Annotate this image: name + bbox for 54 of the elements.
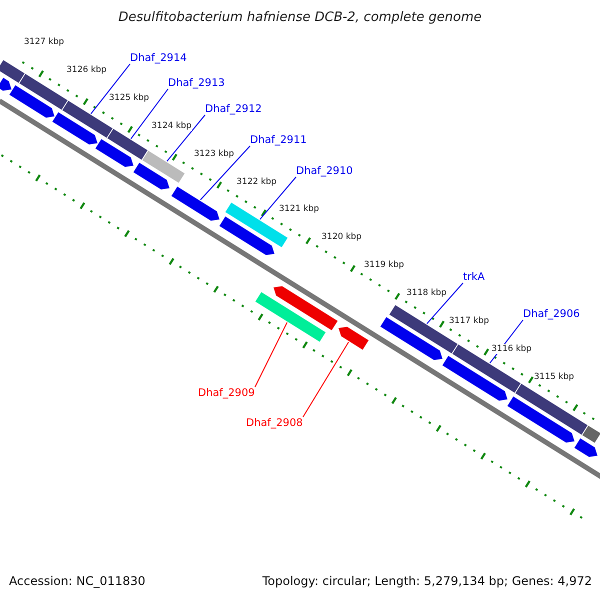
scale-label: 3127 kbp xyxy=(24,37,64,47)
gene-label: Dhaf_2912 xyxy=(205,103,262,115)
leader-line xyxy=(254,322,288,388)
gene-block xyxy=(337,326,370,351)
diagram-title: Desulfitobacterium hafniense DCB-2, complete genome xyxy=(117,10,483,25)
scale-label: 3117 kbp xyxy=(449,316,490,326)
gene-block xyxy=(8,84,56,119)
gene-label: Dhaf_2913 xyxy=(168,77,225,89)
gene-block xyxy=(254,290,327,343)
gene-block xyxy=(94,138,135,168)
gene-block xyxy=(0,58,26,84)
scale-label: 3126 kbp xyxy=(66,64,107,75)
gene-block xyxy=(218,215,276,256)
leader-line xyxy=(259,176,296,220)
gene-block xyxy=(61,100,114,139)
leader-line xyxy=(166,114,206,162)
scale-label: 3124 kbp xyxy=(152,120,192,131)
gene-block xyxy=(379,316,444,361)
gene-label: Dhaf_2910 xyxy=(296,165,353,177)
scale-label: 3123 kbp xyxy=(194,148,234,159)
gene-block xyxy=(51,111,99,146)
gene-label: Dhaf_2914 xyxy=(130,52,187,64)
leader-line xyxy=(130,88,168,140)
gene-label: Dhaf_2906 xyxy=(523,308,580,320)
leader-line xyxy=(426,282,464,324)
leader-line xyxy=(200,146,250,200)
gene-block xyxy=(132,162,171,190)
scale-label: 3122 kbp xyxy=(236,176,277,186)
scale-label: 3119 kbp xyxy=(364,260,404,270)
accession-text: Accession: NC_011830 xyxy=(9,574,146,588)
gene-label: Dhaf_2909 xyxy=(198,387,255,399)
leader-line xyxy=(302,342,350,418)
scale-label: 3125 kbp xyxy=(109,92,150,103)
gene-block xyxy=(141,150,186,184)
gene-label: Dhaf_2911 xyxy=(250,134,307,146)
gene-block xyxy=(106,128,149,161)
gene-block xyxy=(170,185,221,222)
gene-block xyxy=(514,382,589,436)
scale-label: 3121 kbp xyxy=(279,204,320,214)
gene-block xyxy=(441,354,509,402)
gene-block xyxy=(272,285,339,332)
gene-label: Dhaf_2908 xyxy=(246,417,303,429)
scale-label: 3116 kbp xyxy=(492,344,532,354)
gene-label: trkA xyxy=(463,271,485,283)
genome-summary-text: Topology: circular; Length: 5,279,134 bp; Genes: 4,972 xyxy=(262,574,592,588)
gene-block xyxy=(581,424,600,444)
leader-line xyxy=(90,64,130,114)
gene-block xyxy=(18,72,69,111)
gene-block xyxy=(506,395,576,444)
scale-label: 3120 kbp xyxy=(322,232,362,242)
gene-block xyxy=(573,437,599,458)
scale-label: 3115 kbp xyxy=(534,372,574,382)
scale-label: 3118 kbp xyxy=(406,288,447,298)
gene-block xyxy=(0,76,13,92)
